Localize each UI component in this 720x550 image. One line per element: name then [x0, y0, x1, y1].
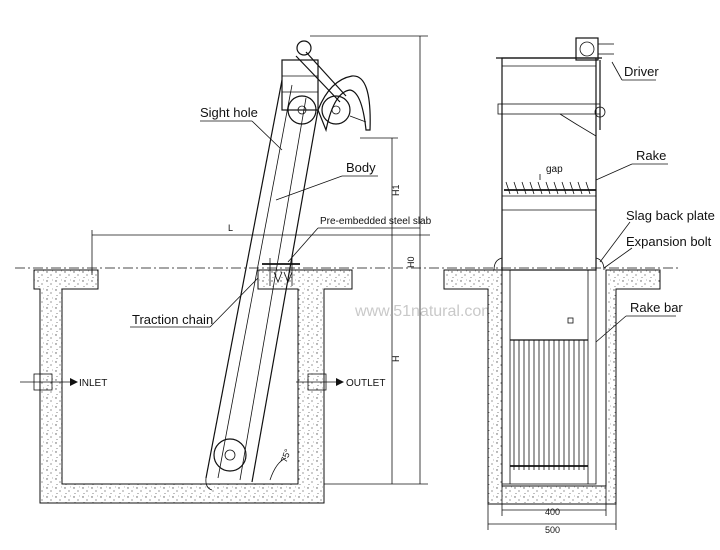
watermark: www.51natural.com [354, 303, 495, 320]
outlet-pipe [296, 373, 344, 391]
traction-chain-label: Traction chain [132, 312, 213, 327]
side-view-leaders [130, 120, 420, 328]
driver-motor [575, 37, 614, 130]
sight-hole-label: Sight hole [200, 105, 258, 120]
width-400-label: 400 [545, 507, 560, 517]
front-view-leaders [539, 61, 676, 343]
inlet-label: INLET [79, 378, 107, 389]
pre-embedded-label: Pre-embedded steel slab [320, 216, 432, 227]
rake-teeth [504, 181, 596, 195]
body-label: Body [346, 160, 376, 175]
l-dimension-label: L [228, 223, 233, 233]
width-500-label: 500 [545, 525, 560, 535]
pre-embedded-slab [262, 258, 300, 286]
inlet-pipe [20, 373, 78, 391]
h1-label: H1 [391, 184, 401, 196]
gap-label: gap [546, 164, 563, 175]
right-bolt [595, 257, 605, 271]
rake-label: Rake [636, 148, 666, 163]
h-label: H [391, 356, 401, 363]
rake-bars [510, 317, 588, 470]
angle-arc [269, 457, 287, 481]
h0-label: H0 [406, 256, 416, 268]
expansion-bolt-label: Expansion bolt [626, 234, 712, 249]
sight-hole-circle [287, 95, 317, 125]
angle-label: 75° [279, 447, 293, 464]
head-frame [281, 40, 367, 125]
side-view: INLET OUTLET [15, 35, 680, 504]
width-dimensions [487, 486, 617, 530]
vertical-dimensions [310, 35, 428, 485]
left-channel-concrete [33, 269, 353, 504]
slag-back-plate-label: Slag back plate [626, 208, 715, 223]
rake-bar-label: Rake bar [630, 300, 683, 315]
driver-label: Driver [624, 64, 659, 79]
outlet-label: OUTLET [346, 378, 385, 389]
front-view: 400 500 Driver Rake gap Slag back plate … [443, 37, 715, 535]
left-bolt [493, 257, 503, 271]
front-frame [496, 57, 602, 485]
bottom-sprocket [205, 438, 247, 491]
